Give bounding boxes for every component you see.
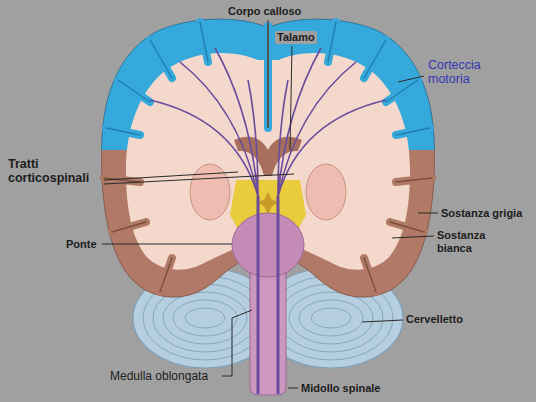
cerebrum: [102, 19, 435, 297]
structure-label: Talamo: [275, 31, 317, 44]
structure-label: Sostanza bianca: [437, 229, 501, 254]
structure-label: Corteccia motoria: [428, 58, 500, 87]
structure-label: Medulla oblongata: [110, 370, 208, 384]
leader-lines: [102, 20, 438, 388]
structure-label: Cervelletto: [406, 313, 463, 326]
pons: [232, 213, 304, 277]
structure-label: Ponte: [66, 238, 97, 251]
structure-label: Sostanza grigia: [441, 207, 522, 220]
structure-label: Tratti corticospinali: [8, 157, 108, 186]
basal-ganglia: [306, 164, 346, 220]
motor-cortex: [102, 19, 435, 150]
ventricles: [234, 137, 302, 176]
structure-label: Corpo calloso: [228, 5, 301, 18]
third-ventricle: [256, 192, 280, 214]
structure-label: Midollo spinale: [301, 382, 380, 395]
